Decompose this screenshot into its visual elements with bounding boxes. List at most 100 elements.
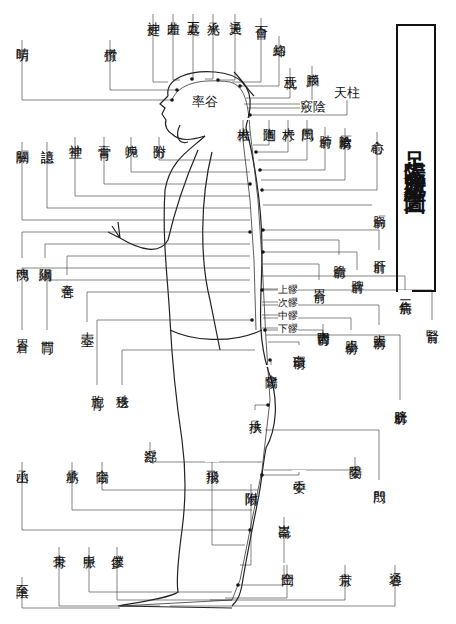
leader-line xyxy=(262,315,278,316)
leader-line xyxy=(89,547,232,592)
acupoint-label: 魄戶 xyxy=(124,135,138,137)
leader-line xyxy=(232,18,261,82)
acupoint-label: 志室 xyxy=(80,322,94,324)
acupoint-label: 肓門 xyxy=(40,330,54,332)
leader-line xyxy=(212,462,245,545)
leader-line xyxy=(87,292,250,322)
title-box: 足太陽膀胱經之圖 xyxy=(396,24,436,292)
leader-line xyxy=(262,328,278,329)
leader-line xyxy=(22,268,250,330)
acupoint-label: 譩譆 xyxy=(40,140,54,142)
leader-line xyxy=(264,457,355,470)
leader-line xyxy=(75,137,250,196)
leader-line xyxy=(262,289,278,290)
acupoint-label: 中膂內俞 xyxy=(316,320,330,324)
acupoint-label: 胃俞 xyxy=(312,280,326,282)
acupoint-label: 通天 xyxy=(228,12,242,14)
acupoint-label: 京骨 xyxy=(338,563,352,565)
acupoint-label: 崑崙 xyxy=(277,515,291,517)
acupoint-label: 申脈 xyxy=(82,545,96,547)
acupoint-label: 大腸俞 xyxy=(372,325,386,328)
acupoint-label: 膏肓 xyxy=(97,135,111,137)
acupoint-label: 厥陰俞 xyxy=(338,125,352,128)
acupoint-label: 胞肓 xyxy=(90,385,104,387)
leader-line xyxy=(102,462,258,490)
leader-line xyxy=(104,137,250,184)
leader-line xyxy=(22,577,120,608)
leader-line xyxy=(260,127,325,170)
leader-line xyxy=(67,256,250,275)
acupoint-label: 承山 xyxy=(15,460,29,462)
leader-line xyxy=(238,517,284,585)
acupoint-label: 浮郄 xyxy=(143,440,157,442)
leader-line xyxy=(262,132,377,190)
acupoint-label: 肝俞 xyxy=(372,250,386,252)
acupoint-label: 大椎 xyxy=(236,118,250,120)
leader-line xyxy=(253,120,269,145)
acupoint-label: 膈關 xyxy=(15,140,29,142)
leader-line xyxy=(263,205,372,206)
acupoint-label: 附陽 xyxy=(244,482,258,484)
acupoint-label: 腎俞 xyxy=(425,320,439,322)
leader-line xyxy=(59,547,160,606)
leader-line xyxy=(153,14,168,82)
acupoint-label: 絡却 xyxy=(272,34,286,36)
leader-line xyxy=(265,430,379,480)
acupoint-label: 神庭 xyxy=(146,12,160,14)
leader-line xyxy=(22,40,172,100)
leader-line xyxy=(240,484,251,565)
acupoint-label: 次髎 xyxy=(278,297,298,308)
leader-line xyxy=(256,120,288,152)
acupoint-label: 神堂 xyxy=(68,135,82,137)
leader-line xyxy=(218,14,235,80)
acupoint-label: 膀胱俞 xyxy=(393,400,407,403)
acupoint-label: 百會 xyxy=(254,16,268,18)
acupoint-label: 合陽 xyxy=(95,460,109,462)
leader-line xyxy=(250,100,347,115)
leader-line xyxy=(246,68,290,98)
acupoint-label: 腦戶 xyxy=(305,64,319,66)
leader-line xyxy=(117,547,232,600)
leader-line xyxy=(205,14,213,79)
acupoint-label: 金門 xyxy=(280,563,294,565)
acupoint-label: 承筋 xyxy=(65,460,79,462)
acupoint-label: 胃倉 xyxy=(15,330,29,332)
acupoint-label: 攢竹 xyxy=(103,38,117,40)
leader-line xyxy=(159,137,250,160)
leader-line xyxy=(192,14,193,79)
acupoint-label: 委陽 xyxy=(348,455,362,457)
leader-line xyxy=(22,462,248,530)
acupoint-label: 曲差 xyxy=(166,12,180,14)
leader-line xyxy=(225,565,287,598)
leader-line xyxy=(263,318,351,330)
acupoint-label: 下髎 xyxy=(278,323,298,334)
leader-line xyxy=(97,320,252,385)
acupoint-label: 心俞 xyxy=(370,130,384,132)
leader-line xyxy=(122,350,255,385)
acupoint-label: 脾俞 xyxy=(350,270,364,272)
leader-line xyxy=(110,40,177,90)
leader-line xyxy=(47,280,250,330)
leader-line xyxy=(131,137,250,172)
leader-line xyxy=(150,442,262,462)
leader-line xyxy=(263,264,319,280)
acupoint-label: 中髎 xyxy=(278,310,298,321)
acupoint-label: 束骨 xyxy=(52,545,66,547)
leader-line xyxy=(243,120,250,135)
leader-line xyxy=(262,472,299,475)
acupoint-label: 率谷 xyxy=(192,95,218,109)
leader-line xyxy=(261,128,345,180)
acupoint-label: 意舍 xyxy=(60,275,74,277)
acupoint-label: 通谷 xyxy=(388,563,402,565)
acupoint-label: 會陽 xyxy=(264,365,278,367)
leader-line xyxy=(22,142,250,220)
leader-line xyxy=(262,302,278,303)
leader-line xyxy=(266,335,400,400)
acupoint-label: 殷門 xyxy=(372,480,386,482)
acupoint-label: 五處 xyxy=(186,12,200,14)
leader-line xyxy=(240,36,279,86)
chart-title: 足太陽膀胱經之圖 xyxy=(401,134,431,182)
acupoint-label: 至陰 xyxy=(15,575,29,577)
acupoint-label: 大杼 xyxy=(281,118,295,120)
leader-line xyxy=(262,305,379,325)
